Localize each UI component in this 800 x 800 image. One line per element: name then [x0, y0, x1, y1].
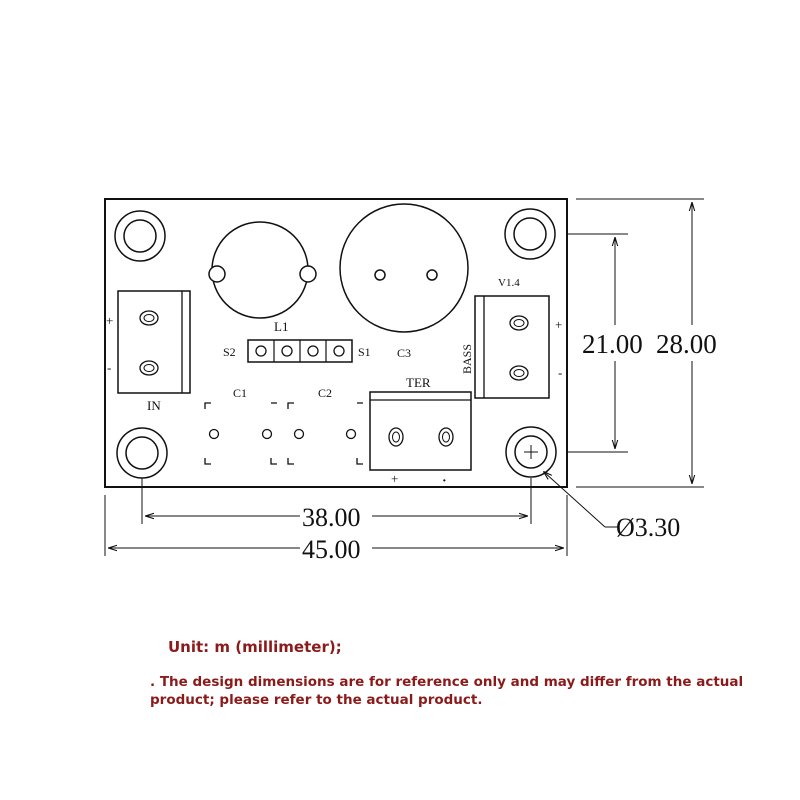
- dimension-hole-spacing-value: 38.00: [302, 503, 361, 532]
- dimension-overall-width: [104, 495, 568, 562]
- capacitor-c2-footprint: [287, 402, 363, 465]
- label-c3: C3: [397, 346, 411, 360]
- input-terminal-block: [117, 290, 191, 394]
- label-in-plus: +: [106, 313, 113, 328]
- inductor-l1-footprint: [208, 221, 317, 319]
- label-bass-plus: +: [555, 317, 562, 332]
- bass-terminal-block: [474, 295, 550, 399]
- label-c1: C1: [233, 386, 247, 400]
- label-s2: S2: [223, 345, 236, 359]
- label-version: V1.4: [498, 277, 520, 289]
- label-ter-minus: ·: [442, 474, 447, 489]
- label-ter: TER: [406, 375, 431, 390]
- capacitor-c1-footprint: [204, 402, 277, 465]
- label-in-minus: -: [107, 360, 111, 375]
- label-ter-plus: +: [391, 471, 398, 486]
- dimension-overall-width-value: 45.00: [302, 535, 361, 564]
- dimension-inner-height-value: 21.00: [582, 329, 643, 359]
- label-bass: BASS: [460, 344, 474, 374]
- capacitor-c3-footprint: [339, 203, 469, 333]
- tweeter-terminal-block: [369, 391, 472, 471]
- dimension-hole-diameter-leader: [544, 472, 618, 528]
- label-c2: C2: [318, 386, 332, 400]
- label-l1: L1: [274, 319, 288, 334]
- dimension-hole-spacing: [141, 478, 532, 530]
- mounting-hole-bottom-right: [505, 426, 557, 478]
- dimension-outer-height-value: 28.00: [656, 329, 717, 359]
- label-bass-minus: -: [558, 365, 562, 380]
- mounting-hole-top-left: [114, 210, 166, 262]
- label-s1: S1: [358, 345, 371, 359]
- board-outline: [104, 198, 568, 488]
- unit-note: Unit: m (millimeter);: [168, 638, 342, 656]
- disclaimer-note: . The design dimensions are for referenc…: [150, 674, 744, 708]
- jumper-header: [247, 339, 353, 363]
- mounting-hole-top-right: [504, 208, 556, 260]
- dimension-hole-diameter-value: Ø3.30: [616, 513, 680, 542]
- label-in: IN: [147, 398, 161, 413]
